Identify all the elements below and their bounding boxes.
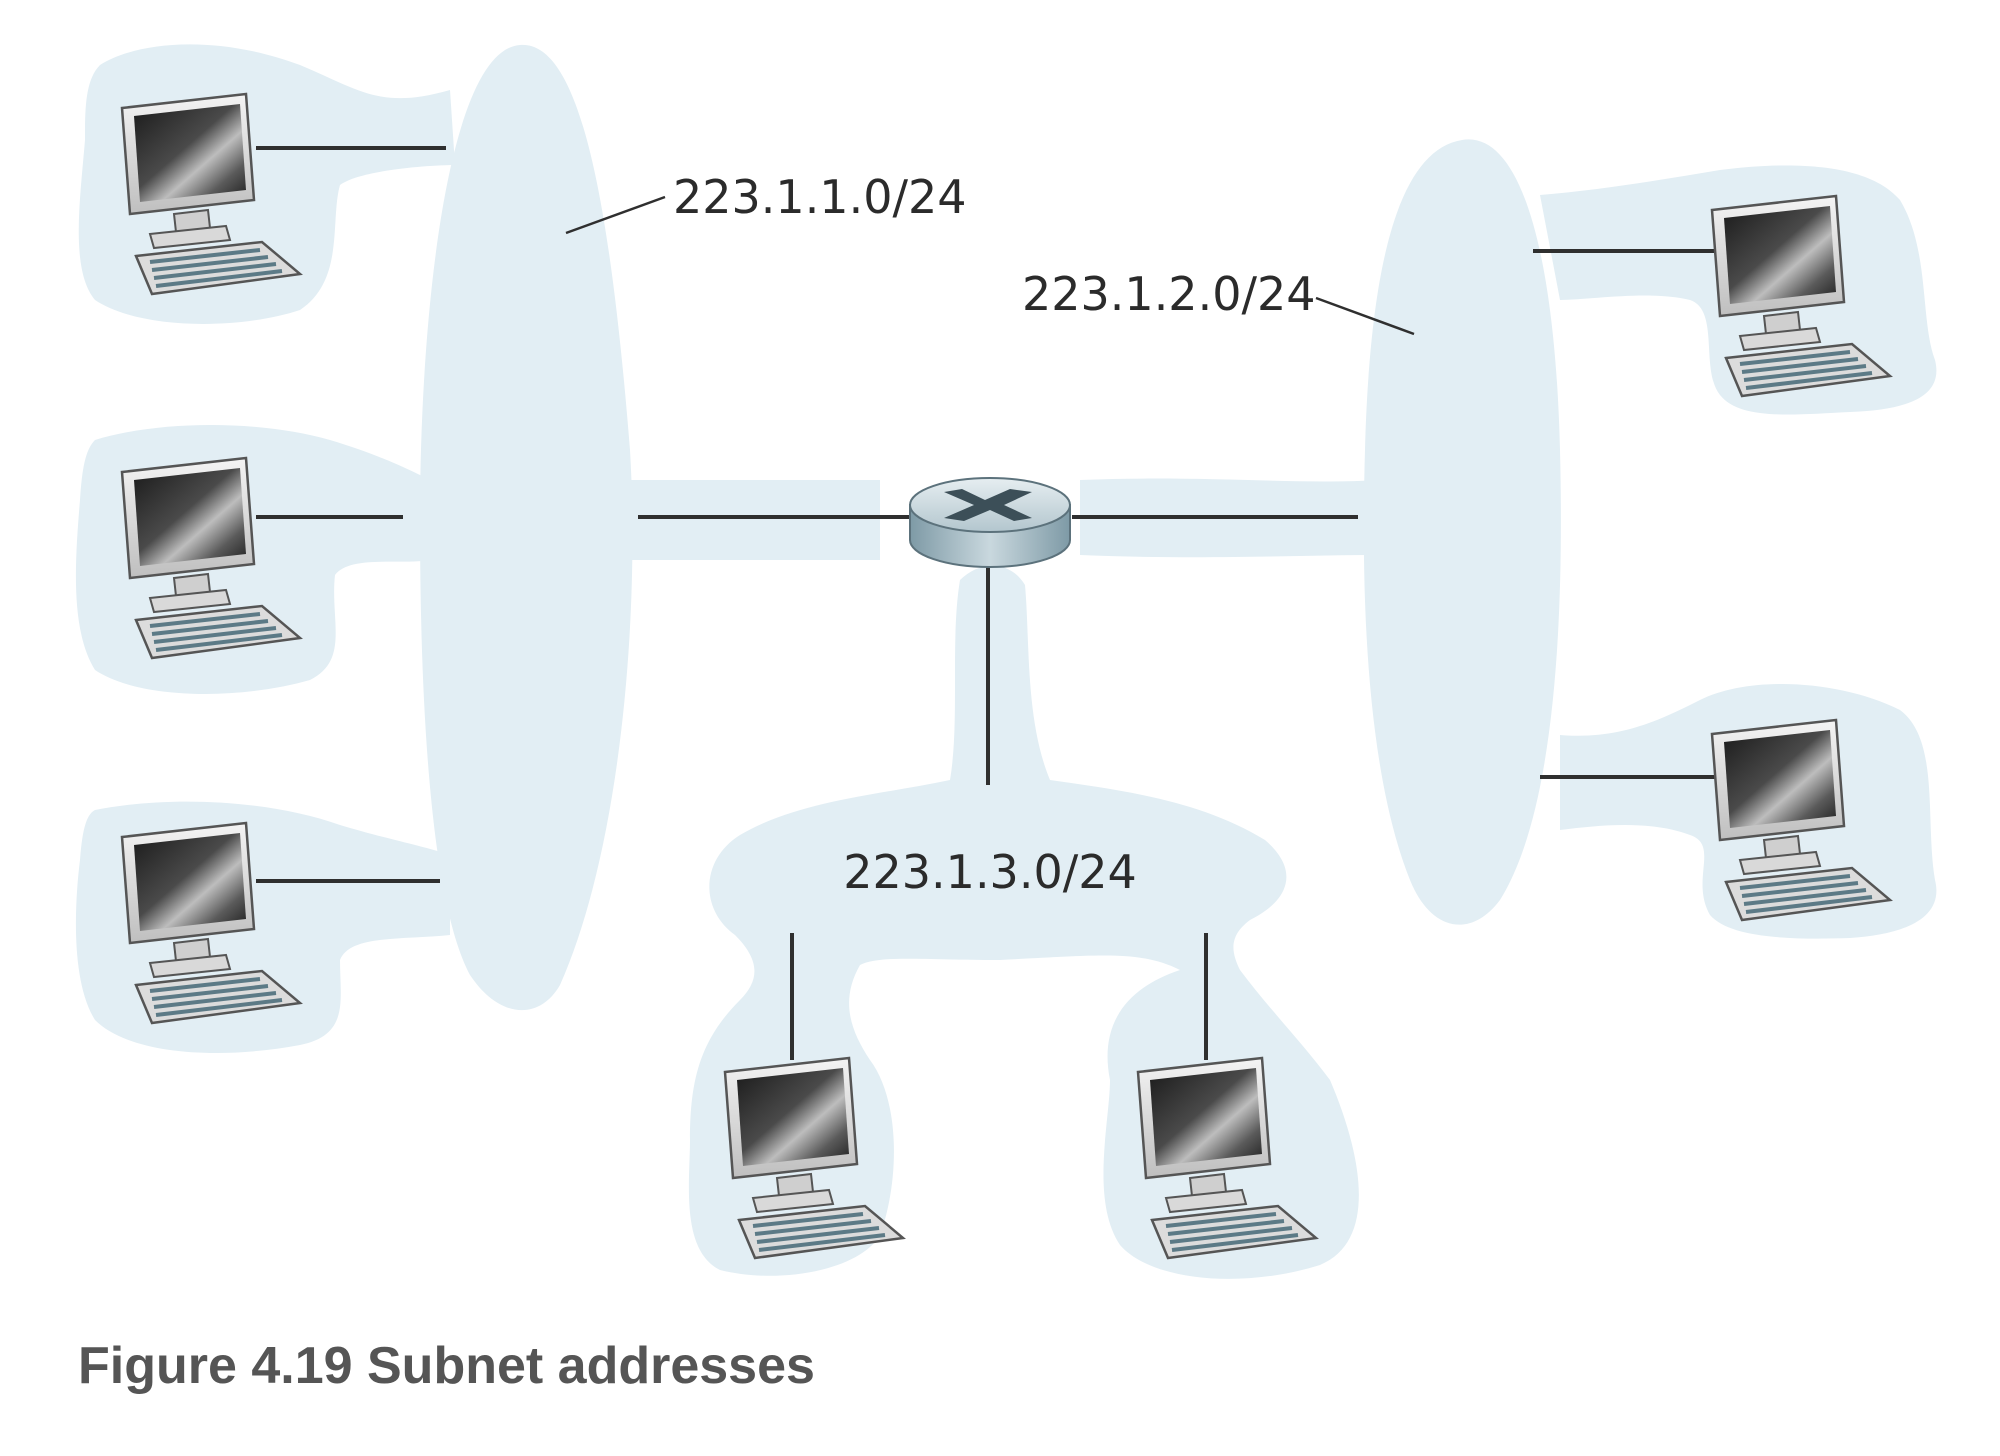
- leader-subnet-2: [1315, 296, 1415, 336]
- subnet-3-label: 223.1.3.0/24: [843, 845, 1137, 899]
- router-icon: [909, 477, 1071, 568]
- subnet-1-label: 223.1.1.0/24: [673, 170, 967, 224]
- figure-caption: Figure 4.19 Subnet addresses: [78, 1337, 815, 1395]
- links: [256, 146, 1722, 1060]
- label-leaders: [565, 195, 1415, 336]
- leader-subnet-1: [565, 195, 666, 235]
- subnet-2-label: 223.1.2.0/24: [1022, 267, 1316, 321]
